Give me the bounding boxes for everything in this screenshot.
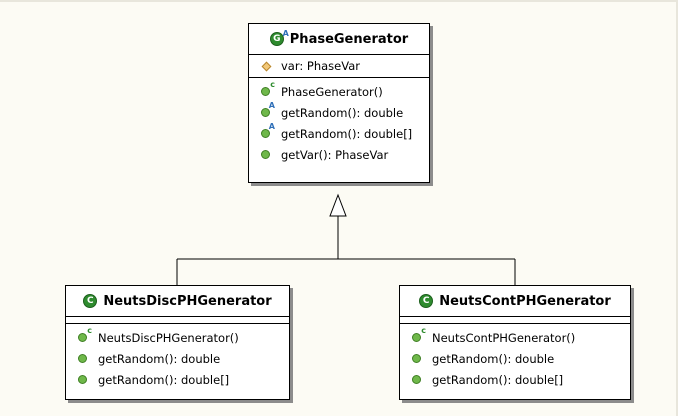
canvas-right-edge [676, 0, 678, 416]
class-box-phase-generator[interactable]: G A PhaseGenerator var: PhaseVar c Phase… [248, 23, 430, 183]
method-row[interactable]: getRandom(): double [400, 348, 630, 369]
method-row[interactable]: getVar(): PhaseVar [249, 144, 429, 165]
public-method-icon [412, 354, 421, 363]
class-box-neuts-cont-ph-generator[interactable]: C NeutsContPHGenerator c NeutsContPHGene… [399, 285, 631, 400]
method-row[interactable]: getRandom(): double[] [66, 369, 289, 390]
class-box-neuts-disc-ph-generator[interactable]: C NeutsDiscPHGenerator c NeutsDiscPHGene… [65, 285, 290, 400]
canvas-top-edge [0, 0, 678, 2]
method-row[interactable]: c NeutsContPHGenerator() [400, 327, 630, 348]
class-name: NeutsContPHGenerator [439, 293, 611, 309]
constructor-icon: c [412, 327, 426, 342]
attributes-section [66, 317, 289, 324]
class-header: G A PhaseGenerator [249, 24, 429, 55]
class-icon: C [83, 294, 98, 308]
attribute-row[interactable]: var: PhaseVar [249, 56, 360, 77]
abstract-method-icon: A [261, 123, 275, 138]
attributes-section: var: PhaseVar [249, 55, 429, 78]
methods-section: c NeutsDiscPHGenerator() getRandom(): do… [66, 324, 289, 393]
method-row[interactable]: A getRandom(): double[] [249, 123, 429, 144]
class-name: NeutsDiscPHGenerator [103, 293, 272, 309]
generalization-arrowhead [329, 193, 347, 217]
attributes-section [400, 317, 630, 324]
method-row[interactable]: getRandom(): double [66, 348, 289, 369]
method-row[interactable]: c PhaseGenerator() [249, 81, 429, 102]
method-row[interactable]: c NeutsDiscPHGenerator() [66, 327, 289, 348]
constructor-icon: c [261, 81, 275, 96]
methods-section: c NeutsContPHGenerator() getRandom(): do… [400, 324, 630, 393]
public-method-icon [78, 375, 87, 384]
abstract-class-icon: G A [269, 29, 289, 46]
class-header: C NeutsContPHGenerator [400, 286, 630, 317]
class-header: C NeutsDiscPHGenerator [66, 286, 289, 317]
public-method-icon [78, 354, 87, 363]
public-method-icon [261, 150, 270, 159]
class-name: PhaseGenerator [289, 31, 409, 47]
methods-section: c PhaseGenerator() A getRandom(): double… [249, 78, 429, 168]
abstract-method-icon: A [261, 102, 275, 117]
method-row[interactable]: getRandom(): double[] [400, 369, 630, 390]
method-row[interactable]: A getRandom(): double [249, 102, 429, 123]
protected-field-icon [261, 61, 272, 71]
class-icon: C [419, 294, 434, 308]
public-method-icon [412, 375, 421, 384]
constructor-icon: c [78, 327, 92, 342]
